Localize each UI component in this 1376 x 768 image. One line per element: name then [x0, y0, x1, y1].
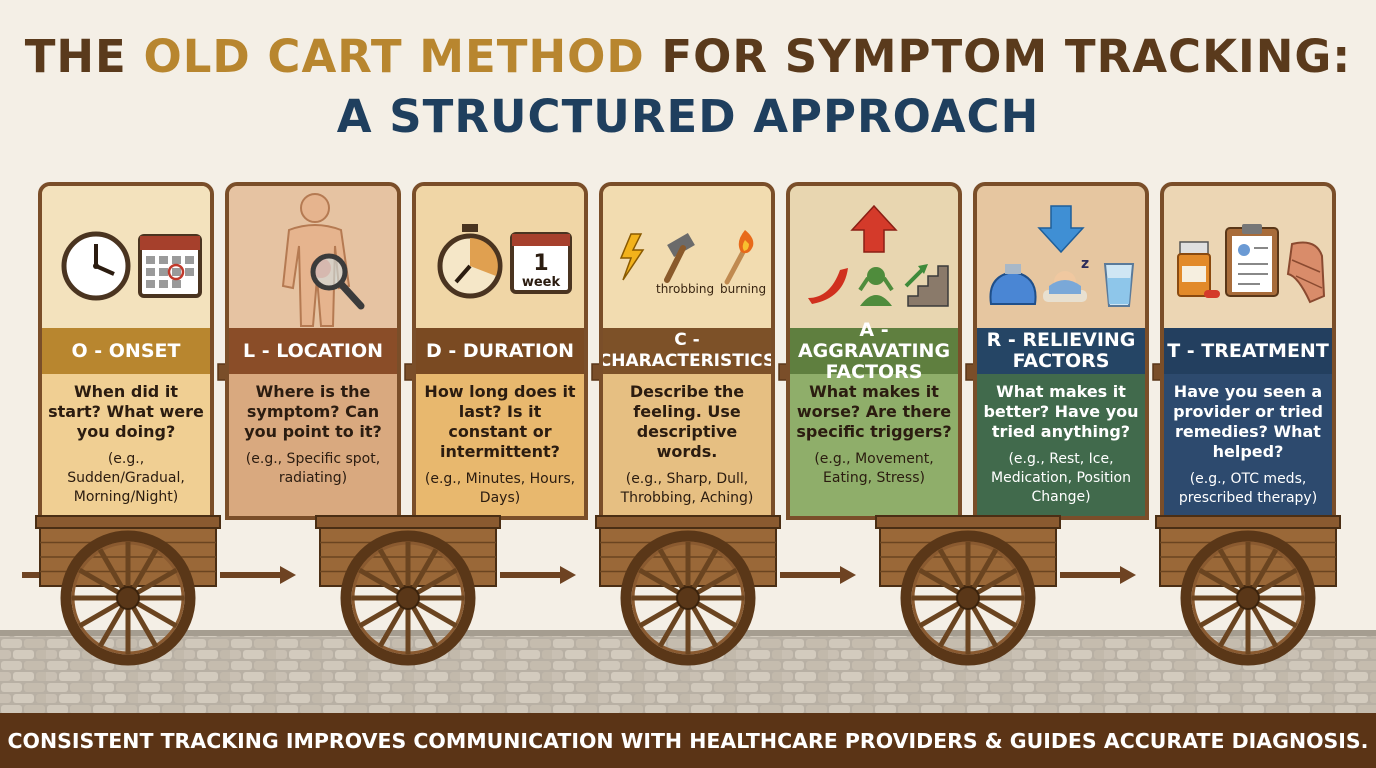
heading-duration: D - DURATION [416, 328, 584, 374]
example-aggravating: (e.g., Movement, Eating, Stress) [814, 451, 934, 486]
up-arrow-icon [850, 204, 898, 253]
clock-icon [61, 231, 131, 301]
location-icons [281, 193, 365, 327]
heading-treatment: T - TREATMENT [1164, 328, 1332, 374]
example-treatment: (e.g., OTC meds, prescribed therapy) [1178, 471, 1318, 506]
water-glass-icon [1103, 263, 1135, 307]
icon-label-burning: burning [720, 282, 767, 296]
panel-relieving: z R - RELIEVING FACTORS What makes it be… [973, 182, 1149, 520]
medicine-bottle-icon [1177, 241, 1220, 298]
example-relieving: (e.g., Rest, Ice, Medication, Position C… [991, 451, 1131, 505]
question-characteristics: Describe the feeling. Use descriptive wo… [629, 382, 745, 461]
duration-icons: 1 week [437, 224, 572, 299]
question-aggravating: What makes it worse? Are there specific … [796, 382, 952, 441]
clipboard-icon [1225, 224, 1279, 297]
title-line-1: THE OLD CART METHOD FOR SYMPTOM TRACKING… [24, 30, 1352, 83]
chili-pepper-icon [808, 268, 848, 304]
panel-location: L - LOCATION Where is the symptom? Can y… [225, 182, 401, 520]
example-characteristics: (e.g., Sharp, Dull, Throbbing, Aching) [620, 471, 754, 506]
title-line-2: A STRUCTURED APPROACH [336, 90, 1040, 143]
treatment-icons [1177, 224, 1326, 304]
stopwatch-icon [437, 224, 503, 299]
panel-duration: 1 week D - DURATION How long does it las… [412, 182, 588, 520]
question-duration: How long does it last? Is it constant or… [424, 382, 576, 461]
heading-characteristics: C - CHARACTERISTICS [603, 328, 771, 374]
calendar-icon [138, 234, 202, 298]
panel-onset: O - ONSET When did it start? What were y… [38, 182, 214, 520]
magnifying-glass-icon [310, 253, 365, 310]
ground-arrows [22, 566, 1136, 584]
question-onset: When did it start? What were you doing? [48, 382, 204, 441]
calendar-icon: 1 week [510, 232, 572, 294]
question-treatment: Have you seen a provider or tried remedi… [1173, 382, 1323, 461]
stressed-person-icon [858, 267, 894, 306]
sleeping-person-icon: z [1043, 256, 1089, 302]
question-relieving: What makes it better? Have you tried any… [983, 382, 1139, 441]
icon-label-throbbing: throbbing [656, 282, 715, 296]
hammer-icon [664, 232, 695, 283]
example-location: (e.g., Specific spot, radiating) [245, 451, 381, 486]
panel-treatment: T - TREATMENT Have you seen a provider o… [1160, 182, 1336, 520]
calendar-number: 1 [533, 251, 548, 276]
calendar-label: week [522, 275, 561, 290]
down-arrow-icon [1037, 205, 1085, 254]
onset-icons [61, 231, 202, 301]
svg-text:z: z [1081, 256, 1089, 272]
footer-banner: CONSISTENT TRACKING IMPROVES COMMUNICATI… [0, 713, 1376, 768]
heading-relieving: R - RELIEVING FACTORS [977, 328, 1145, 374]
characteristics-icons [619, 230, 754, 285]
match-flame-icon [724, 230, 754, 285]
heading-onset: O - ONSET [42, 328, 210, 374]
example-duration: (e.g., Minutes, Hours, Days) [424, 471, 576, 506]
heading-location: L - LOCATION [229, 328, 397, 374]
bandage-icon [1286, 241, 1326, 304]
aggravating-icons [808, 204, 949, 307]
ice-pack-icon [989, 264, 1037, 305]
relieving-icons: z [989, 205, 1135, 307]
cobblestone-ground [0, 635, 1376, 713]
lightning-icon [619, 233, 645, 281]
panel-aggravating: A - AGGRAVATING FACTORS What makes it wo… [786, 182, 962, 520]
heading-aggravating: A - AGGRAVATING FACTORS [790, 319, 958, 382]
example-onset: (e.g., Sudden/Gradual, Morning/Night) [67, 451, 185, 505]
question-location: Where is the symptom? Can you point to i… [244, 382, 382, 441]
stairs-icon [904, 264, 949, 307]
panel-characteristics: sharp C - CHARACTERISTICS Describe the f… [599, 182, 775, 520]
